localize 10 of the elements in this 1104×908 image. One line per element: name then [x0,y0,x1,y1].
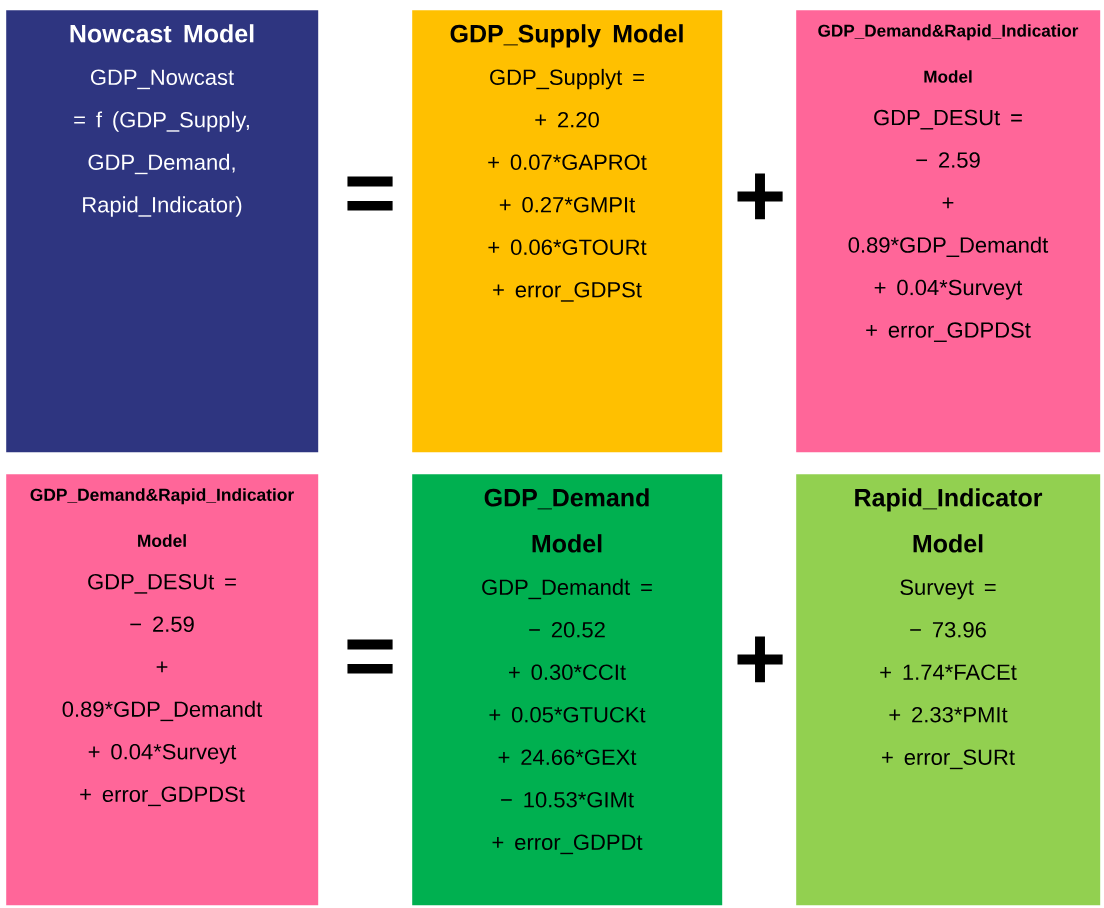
operator-sign: + [737,173,783,220]
model-box: Nowcast Model GDP_Nowcast = f (GDP_Supply, GDP_Demand, Rapid_Indicator) [6,10,319,453]
operator-sign: = [347,176,393,211]
operator-sign: = [347,639,393,674]
operator-sign: + [737,636,783,683]
model-box: GDP_Demand&Rapid_Indicatior Model GDP_DESUt = − 2.59 + 0.89*GDP_Demandt + 0.04*Surveyt + error_GDPDSt [6,474,319,906]
model-box: GDP_Supply Model GDP_Supplyt = + 2.20 + 0.07*GAPROt + 0.27*GMPIt + 0.06*GTOURt + error_GDPSt [412,10,723,453]
model-box: GDP_Demand Model GDP_Demandt = − 20.52 + 0.30*CCIt + 0.05*GTUCKt + 24.66*GEXt − 10.53*GIMt + error_GDPDt [412,474,723,906]
model-box: GDP_Demand&Rapid_Indicatior Model GDP_DESUt = − 2.59 + 0.89*GDP_Demandt + 0.04*Surveyt + error_GDPDSt [796,10,1101,453]
model-box: Rapid_Indicator Model Surveyt = − 73.96 + 1.74*FACEt + 2.33*PMIt + error_SURt [796,474,1101,906]
